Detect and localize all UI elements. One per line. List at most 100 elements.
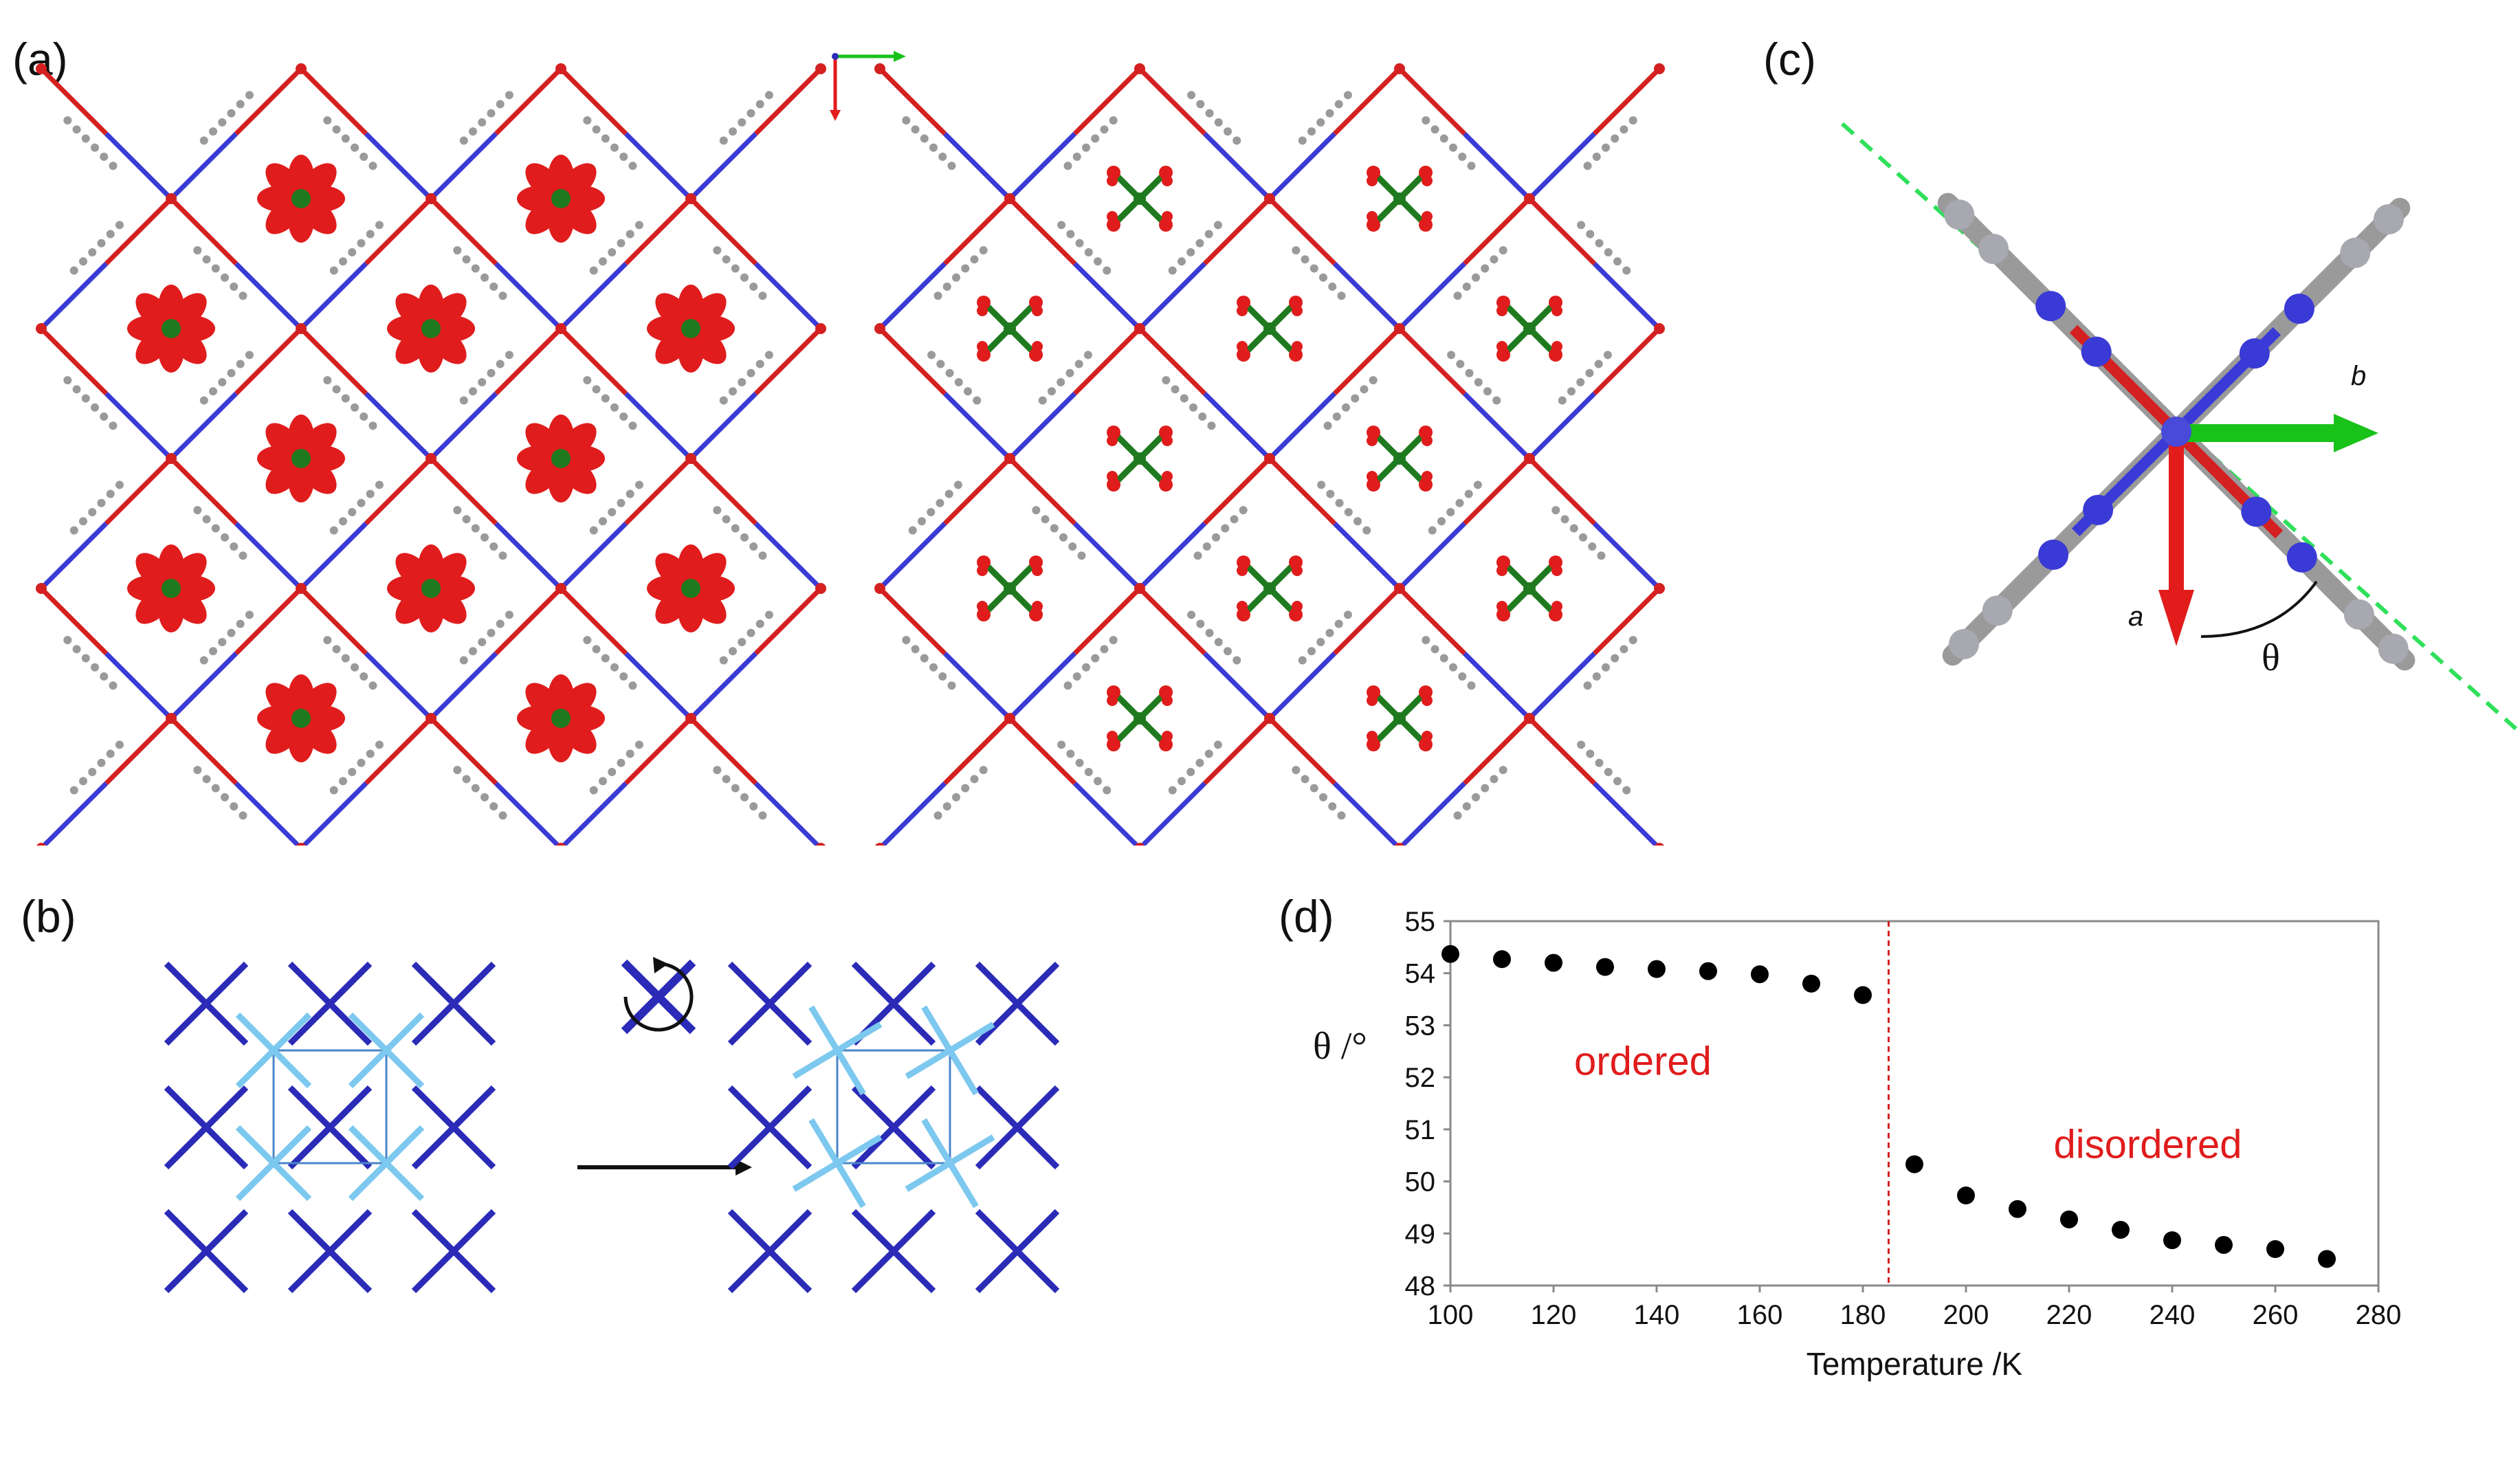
ligand-atom <box>927 508 936 517</box>
cross-stroke <box>792 1022 883 1079</box>
ligand-atom <box>338 777 347 786</box>
data-point <box>1596 958 1614 976</box>
framework-bond <box>1397 586 1466 655</box>
ligand-atom <box>1499 246 1507 255</box>
ligand-atom <box>106 749 115 758</box>
framework-bond <box>1593 522 1661 591</box>
ligand-atom <box>1307 647 1316 656</box>
ligand-atom <box>375 740 384 749</box>
ligand-atom <box>227 109 236 118</box>
data-point <box>2215 1235 2233 1254</box>
ligand-atom <box>1292 246 1301 255</box>
ligand-atom <box>1205 109 1214 118</box>
ligand-atom <box>617 758 626 767</box>
panel-label-d: (d) <box>1279 891 1334 942</box>
ligand-atom <box>1622 266 1631 275</box>
ligand-atom <box>1186 248 1195 257</box>
guest-lobe <box>428 293 467 331</box>
ligand-atom <box>598 777 607 786</box>
guest-centre <box>1523 582 1536 595</box>
ligand-atom <box>583 116 592 125</box>
framework-bond <box>299 262 368 331</box>
structure-ordered <box>36 63 826 846</box>
framework-bond <box>1333 782 1400 846</box>
cross-stroke <box>727 1209 813 1294</box>
framework-bond <box>1138 586 1206 655</box>
metal-node <box>425 193 436 204</box>
ligand-atom <box>1344 508 1353 517</box>
ligand-atom <box>1214 638 1223 647</box>
ligand-atom <box>115 740 124 749</box>
ligand-atom <box>1168 266 1177 275</box>
ligand-atom <box>1594 360 1603 368</box>
ligand-atom <box>221 533 230 542</box>
ligand-atom <box>1196 100 1205 109</box>
framework-bond <box>1138 327 1206 395</box>
axis-b-arrow <box>2176 414 2378 452</box>
ligand-atom <box>1309 264 1318 273</box>
cross-stroke <box>727 961 813 1046</box>
framework-bond <box>39 262 108 331</box>
cross-icon <box>348 1012 425 1089</box>
framework-bond <box>1593 586 1661 655</box>
x-tick-label: 100 <box>1428 1300 1474 1330</box>
data-point <box>1493 950 1511 969</box>
ligand-atom <box>1583 681 1592 690</box>
framework-bond <box>559 262 628 331</box>
cross-stroke <box>905 1134 995 1192</box>
framework-bond <box>1139 782 1206 846</box>
cross-icon <box>792 1118 883 1209</box>
metal-node <box>1394 323 1405 334</box>
ligand-atom <box>951 793 960 802</box>
framework-bond <box>559 67 628 135</box>
ligand-atom <box>245 351 254 360</box>
ligand-atom <box>1567 387 1576 396</box>
ligand-atom <box>221 273 230 282</box>
guest-atom <box>1292 565 1303 576</box>
guest-lobe <box>428 553 467 591</box>
ligand-atom <box>628 162 637 170</box>
ligand-atom <box>738 638 747 647</box>
ligand-atom <box>1328 283 1337 291</box>
ligand-atom <box>480 533 489 542</box>
ligand-atom <box>1224 647 1233 656</box>
guest-lobe <box>688 553 727 591</box>
ligand-atom <box>1446 508 1455 517</box>
ligand-atom <box>731 264 740 273</box>
guest-atom <box>1107 211 1118 222</box>
ligand-atom <box>740 533 749 542</box>
ligand-atom <box>1611 654 1620 663</box>
ligand-atom <box>902 636 911 645</box>
ligand-atom <box>1059 533 1068 542</box>
metal-node <box>296 323 307 334</box>
framework-bond <box>299 67 368 135</box>
framework-bond <box>1203 392 1272 461</box>
ligand-atom <box>740 793 749 802</box>
ligand-atom <box>72 385 81 394</box>
data-point <box>1441 945 1459 963</box>
guest-atom <box>1162 695 1173 706</box>
ligand-atom <box>368 421 377 430</box>
ligand-atom <box>329 786 338 795</box>
ligand-atom <box>115 221 124 230</box>
framework-bond <box>689 652 758 720</box>
ligand-atom <box>1458 672 1467 681</box>
metal-node <box>1134 583 1145 594</box>
cross-icon <box>851 1209 936 1294</box>
framework-bond <box>878 522 947 591</box>
framework-bond <box>1268 456 1336 525</box>
ligand-atom <box>1611 134 1620 143</box>
x-tick-label: 180 <box>1840 1300 1886 1330</box>
metal-node <box>425 713 436 724</box>
framework-bond <box>1073 327 1142 395</box>
ligand-atom <box>496 100 505 109</box>
ligand-atom <box>1205 628 1214 637</box>
data-point <box>2266 1240 2284 1258</box>
theta-label: θ <box>2262 637 2280 679</box>
framework-bond <box>494 522 563 591</box>
metal-node <box>1394 583 1405 594</box>
metal-node <box>36 323 47 334</box>
guest-atom <box>1107 175 1118 186</box>
guest-centre <box>1134 452 1146 465</box>
ligand-atom <box>462 775 471 784</box>
